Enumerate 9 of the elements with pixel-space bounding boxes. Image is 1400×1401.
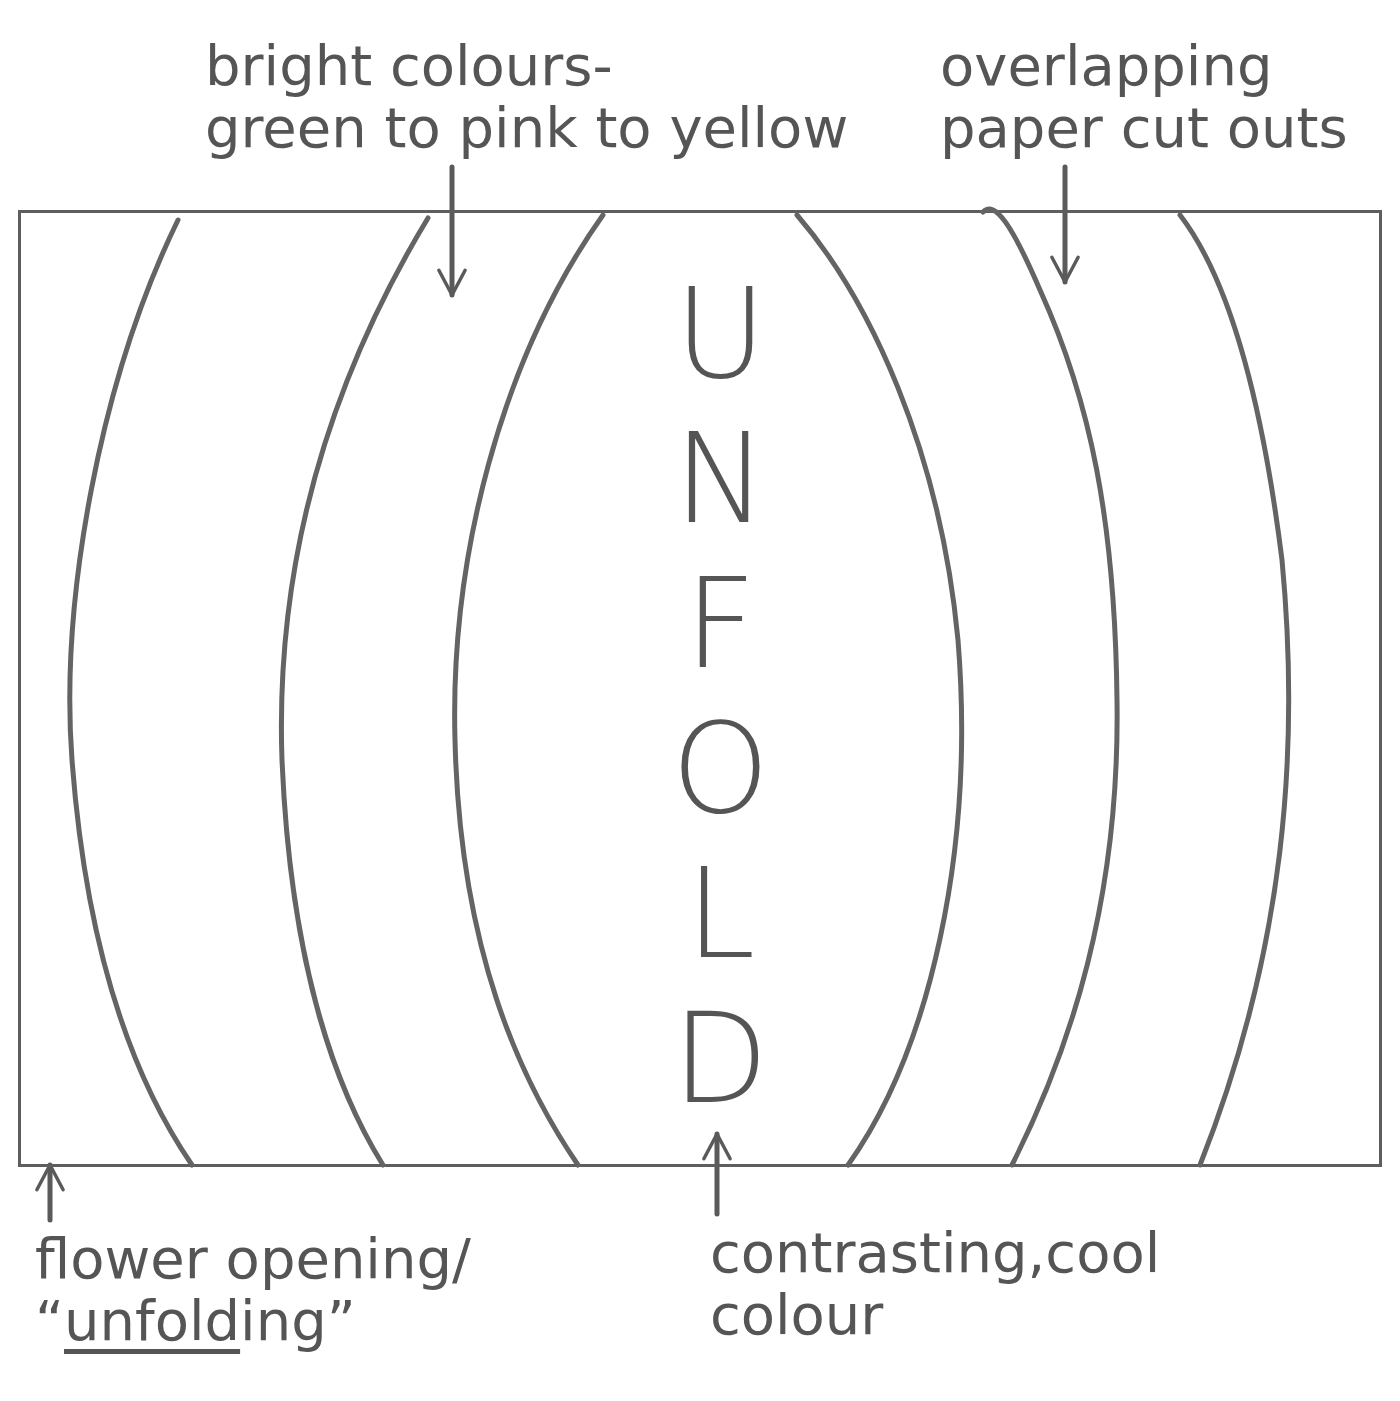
leader-arrow: [702, 1131, 732, 1217]
annotation-text: contrasting,cool colour: [710, 1222, 1161, 1346]
vertical-lettering: UNFOLD: [658, 261, 783, 1131]
leader-arrow: [1050, 164, 1080, 285]
leader-arrow: [437, 164, 467, 298]
leader-arrow: [35, 1162, 65, 1223]
annotation-text: overlapping paper cut outs: [940, 35, 1348, 159]
annotation-text: bright colours- green to pink to yellow: [205, 35, 849, 159]
annotation-text: flower opening/ “unfolding”: [35, 1228, 471, 1352]
